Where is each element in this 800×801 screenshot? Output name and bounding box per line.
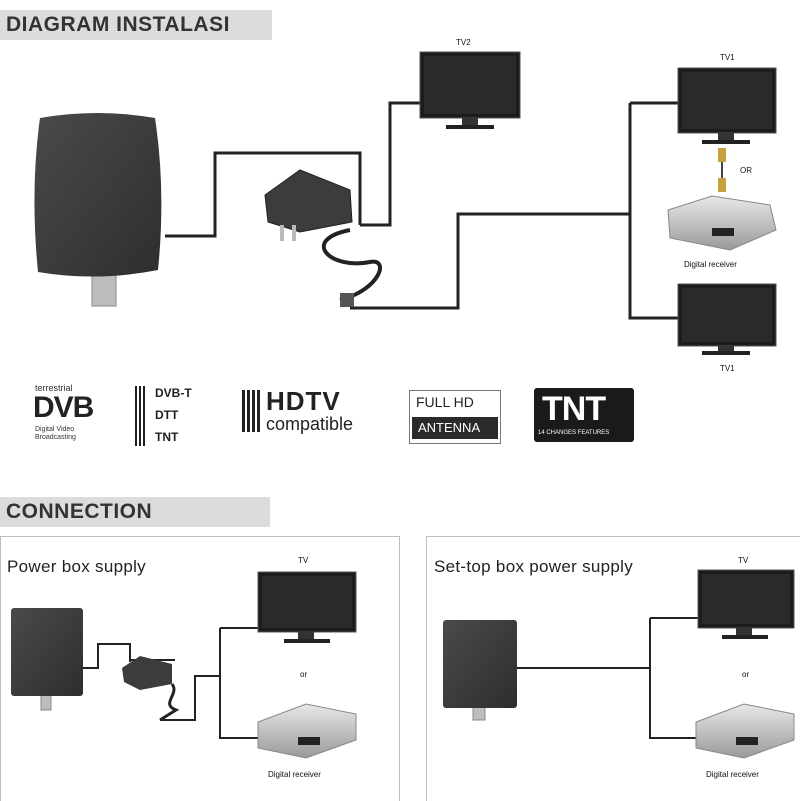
receiver-top [667,195,777,251]
tv1-top-monitor [677,67,777,144]
standard-dtt: DTT [155,408,179,422]
connector-plugs [718,148,726,192]
power-adapter [264,169,382,307]
tv2-monitor [419,51,521,129]
left-panel-adapter [122,656,180,722]
diagram-header-text: DIAGRAM INSTALASI [6,13,230,36]
hdtv-logo: HDTV compatible [242,386,387,438]
receiver-top-label: Digital receiver [684,260,737,269]
set-top-box-panel [426,536,800,801]
fullhd-top-text: FULL HD [416,394,474,410]
left-panel-tv [257,571,357,643]
left-panel-tv-label: TV [298,556,309,565]
right-panel-antenna [443,620,517,721]
tv1-top-label: TV1 [720,53,735,62]
right-panel-cables [515,617,700,739]
barcode-stripes [135,386,147,446]
tnt-main-text: TNT [542,390,606,428]
fullhd-band [412,417,498,439]
left-panel-receiver [257,703,357,759]
power-box-panel [0,536,400,801]
left-panel-title: Power box supply [7,557,146,576]
standards-logo: DVB-T DTT TNT [135,384,215,452]
connection-section-header: CONNECTION [0,497,270,527]
right-panel-tv [697,569,795,639]
left-panel-antenna [11,608,83,711]
left-panel-or-label: or [300,670,308,679]
connection-header-text: CONNECTION [6,500,153,523]
right-panel-tv-label: TV [738,556,749,565]
cable-lines [165,101,680,320]
hdtv-sub-text: compatible [266,414,354,434]
left-panel-receiver-label: Digital receiver [268,770,321,779]
dvb-main-text: DVB [33,391,94,424]
or-label: OR [740,166,752,175]
fullhd-bottom-text: ANTENNA [418,420,481,435]
standard-tnt: TNT [155,430,179,444]
diagram-section-header: DIAGRAM INSTALASI [0,10,272,40]
tnt-sub-text: 14 CHANGES FEATURES [538,430,610,436]
dvb-logo: terrestrial DVB Digital Video Broadcasti… [33,383,103,453]
hdtv-main-text: HDTV [266,386,341,416]
right-panel-title: Set-top box power supply [434,557,634,576]
standard-dvbt: DVB-T [155,386,192,400]
right-panel-receiver [695,703,795,759]
tv2-label: TV2 [456,38,471,47]
right-panel-or-label: or [742,670,750,679]
dvb-bottom-text-2: Broadcasting [35,434,76,441]
dvb-top-text: terrestrial [35,383,73,393]
tnt-logo: TNT 14 CHANGES FEATURES [534,388,634,442]
antenna-panel [34,113,162,307]
tv1-bottom-label: TV1 [720,364,735,373]
fullhd-logo: FULL HD ANTENNA [409,390,501,444]
tv1-bottom-monitor [677,283,777,355]
dvb-bottom-text-1: Digital Video [35,426,75,433]
hdtv-stripes [242,390,260,432]
right-panel-receiver-label: Digital receiver [706,770,759,779]
